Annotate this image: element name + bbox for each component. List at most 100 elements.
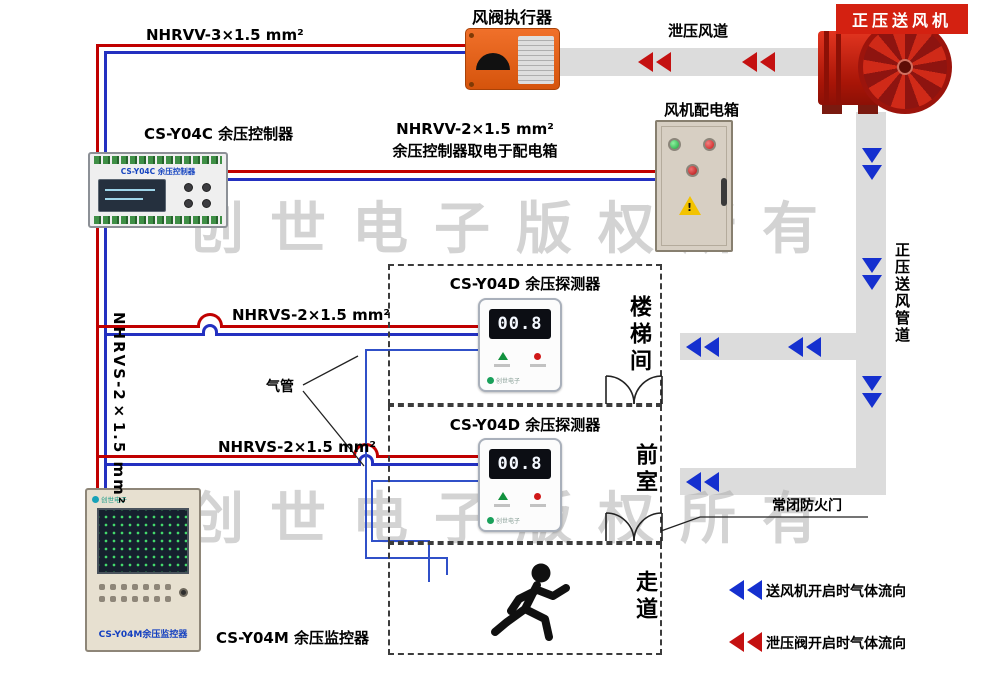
power-wire-label-line2: 余压控制器取电于配电箱 <box>392 142 558 160</box>
pressure-reading: 00.8 <box>497 454 543 474</box>
detector1-title: CS-Y04D 余压探测器 <box>449 275 601 293</box>
terminal-strip <box>94 156 222 164</box>
keyhole-icon <box>179 588 188 597</box>
riser-wire-label: NHRVS-2×1.5 mm² <box>110 312 128 506</box>
monitor-buttons <box>99 584 171 590</box>
relief-flow-arrow-icon <box>740 51 776 73</box>
door-symbol-stairwell <box>605 375 663 405</box>
brand-logo-icon <box>487 517 494 524</box>
fire-door-label: 常闭防火门 <box>772 498 842 514</box>
brand-logo-icon <box>487 377 494 384</box>
wire-red-branch1 <box>96 325 478 328</box>
pressure-detector-stairwell: 00.8 创世电子 <box>478 298 562 392</box>
room-label-corridor: 走道 <box>632 570 657 624</box>
red-indicator-icon <box>534 353 541 360</box>
red-button-icon <box>686 164 699 177</box>
power-box-label: 风机配电箱 <box>664 101 740 119</box>
power-wire-label-line1: NHRVV-2×1.5 mm² <box>396 120 554 138</box>
detector2-title: CS-Y04D 余压探测器 <box>449 416 601 434</box>
damper-actuator <box>465 28 560 90</box>
air-tube-line <box>428 540 430 582</box>
pressure-detector-front-room: 00.8 创世电子 <box>478 438 562 532</box>
cabinet-handle <box>721 178 727 206</box>
fan-power-box: ! <box>655 120 733 252</box>
brand-logo: 创世电子 <box>487 516 520 525</box>
warning-triangle-icon: ! <box>679 196 701 215</box>
red-indicator-icon <box>534 493 541 500</box>
supply-fan-label: 正压送风机 <box>836 4 969 34</box>
wire-red-branch2 <box>96 455 478 458</box>
supply-flow-arrow-icon <box>786 336 822 358</box>
room-label-stairwell: 楼梯间 <box>626 295 651 376</box>
door-symbol-front-room <box>605 512 663 542</box>
pressure-controller-cs-y04c: CS-Y04C 余压控制器 <box>88 152 228 228</box>
air-tube-pointer-line <box>302 390 365 467</box>
wire-red-to-damper <box>96 44 468 47</box>
monitor-screen <box>97 508 189 574</box>
controller-button <box>202 199 211 208</box>
relief-duct-label: 泄压风道 <box>668 22 729 40</box>
air-tube-line <box>372 480 478 482</box>
relief-flow-arrow-icon <box>636 51 672 73</box>
legend-supply-text: 送风机开启时气体流向 <box>766 584 906 600</box>
supply-flow-arrow-icon <box>684 471 720 493</box>
air-tube-pointer-line <box>302 355 359 386</box>
supply-flow-arrow-icon <box>861 374 883 410</box>
wire-blue-to-damper <box>104 51 465 54</box>
pressure-reading: 00.8 <box>497 314 543 334</box>
actuator-label-plate <box>518 36 554 84</box>
detector-display: 00.8 <box>489 309 551 339</box>
air-tube-label: 气管 <box>266 379 294 395</box>
legend-supply-arrow-icon <box>727 579 763 601</box>
controller-lcd <box>98 179 166 212</box>
damper-actuator-label: 风阀执行器 <box>472 8 553 27</box>
air-tube-line <box>371 480 373 542</box>
detector-display: 00.8 <box>489 449 551 479</box>
monitor-panel-text: CS-Y04M余压监控器 <box>98 630 188 640</box>
terminal-strip <box>94 216 222 224</box>
monitor-buttons <box>99 596 171 602</box>
wire-red-riser-down <box>96 228 99 490</box>
wire-hop-icon <box>197 313 223 328</box>
wire-red-riser-up <box>96 44 99 154</box>
wire-label-top: NHRVV-3×1.5 mm² <box>146 26 304 44</box>
red-lamp-icon <box>703 138 716 151</box>
air-tube-line <box>366 349 478 351</box>
wire-blue-riser-up <box>104 51 107 154</box>
air-tube-line <box>366 557 448 559</box>
zone-corridor-box <box>388 543 662 655</box>
supply-flow-arrow-icon <box>684 336 720 358</box>
wire-hop-icon <box>202 324 218 336</box>
supply-duct-label: 正压送风管道 <box>893 242 911 344</box>
brand-logo: 创世电子 <box>487 376 520 385</box>
green-indicator-icon <box>498 492 508 500</box>
wire-blue-riser-down <box>104 228 107 490</box>
legend-relief-arrow-icon <box>727 631 763 653</box>
air-tube-line <box>365 349 367 559</box>
controller-button <box>184 199 193 208</box>
air-tube-line <box>446 557 448 575</box>
wire-blue-branch2 <box>104 463 478 466</box>
wire-red-to-power-box <box>228 170 655 173</box>
zone-front-room-box <box>388 405 662 543</box>
green-indicator-icon <box>498 352 508 360</box>
wire-blue-branch1 <box>104 333 478 336</box>
brand-logo: 创世电子 <box>92 494 127 504</box>
running-person-icon <box>491 563 570 641</box>
controller-label: CS-Y04C 余压控制器 <box>144 125 294 143</box>
pressure-monitor-cs-y04m: 创世电子 CS-Y04M余压监控器 <box>85 488 201 652</box>
branch-wire1-label: NHRVS-2×1.5 mm² <box>232 306 390 324</box>
zone-stairwell-box <box>388 264 662 405</box>
controller-button <box>184 183 193 192</box>
monitor-label: CS-Y04M 余压监控器 <box>216 629 369 647</box>
supply-flow-arrow-icon <box>861 146 883 182</box>
legend-relief-text: 泄压阀开启时气体流向 <box>766 636 906 652</box>
controller-panel-text: CS-Y04C 余压控制器 <box>120 167 196 176</box>
branch-wire2-label: NHRVS-2×1.5 mm² <box>218 438 376 456</box>
fire-door-pointer-line <box>660 516 868 532</box>
green-lamp-icon <box>668 138 681 151</box>
actuator-dial <box>476 53 510 70</box>
wire-blue-to-power-box <box>228 178 655 181</box>
